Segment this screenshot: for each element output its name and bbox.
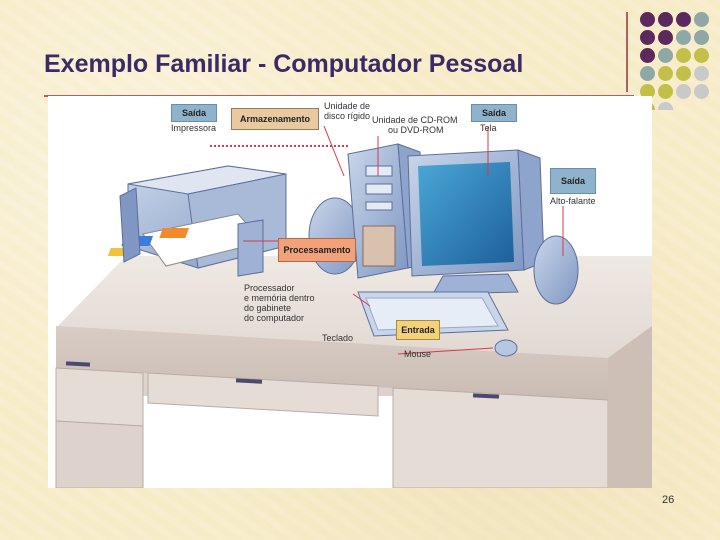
pointer-lines <box>210 125 564 355</box>
decor-dot <box>694 48 709 63</box>
monitor-drawing <box>407 149 545 295</box>
title-vertical-divider <box>626 12 628 92</box>
processor-label-line2: e memória dentro <box>244 293 315 303</box>
decor-dot <box>676 66 691 81</box>
processor-label-line1: Processador <box>244 283 295 293</box>
decor-dot <box>640 12 655 27</box>
decor-dot <box>658 84 673 99</box>
decor-dot <box>658 102 673 110</box>
cdrom-label-line1: Unidade de CD-ROM <box>372 115 458 125</box>
drawer-handle <box>65 361 91 367</box>
screen-label: Tela <box>480 123 497 133</box>
desk-drawer <box>147 372 379 417</box>
desk-drawer <box>392 387 609 488</box>
output-screen-box: Saída <box>471 104 517 122</box>
desk-side <box>608 326 652 488</box>
cdrom-label-line2: ou DVD-ROM <box>388 125 444 135</box>
printer-label: Impressora <box>171 123 217 133</box>
hard-disk-label-line1: Unidade de <box>324 101 371 111</box>
decor-dot <box>694 30 709 45</box>
computer-illustration: Saída Impressora Armazenamento Unidade d… <box>48 96 652 488</box>
decor-dot <box>640 84 655 99</box>
input-box: Entrada <box>396 320 440 340</box>
decor-dot <box>640 66 655 81</box>
decor-dot <box>676 30 691 45</box>
storage-box: Armazenamento <box>231 108 319 130</box>
slide-number: 26 <box>662 494 675 506</box>
printer-drawing <box>107 165 287 277</box>
processor-label-line3: do gabinete <box>244 303 292 313</box>
keyboard-label: Teclado <box>322 333 354 343</box>
processor-label-line4: do computador <box>244 313 305 323</box>
decor-dot <box>694 12 709 27</box>
decor-dot <box>658 48 673 63</box>
mouse-label: Mouse <box>404 349 432 359</box>
processing-box: Processamento <box>278 238 356 262</box>
decor-dot <box>658 30 673 45</box>
speaker-label: Alto-falante <box>550 196 596 206</box>
decor-dot <box>640 48 655 63</box>
desk-edge <box>56 326 608 401</box>
slide-title: Exemplo Familiar - Computador Pessoal <box>44 50 524 78</box>
decor-dot <box>658 66 673 81</box>
decor-dot <box>640 30 655 45</box>
output-speaker-box: Saída <box>550 168 596 194</box>
mouse-drawing <box>494 339 518 357</box>
drawer-handle <box>235 378 263 384</box>
decor-dot <box>676 12 691 27</box>
decor-dot <box>694 66 709 81</box>
drawer-handle <box>472 393 500 399</box>
desk-leg <box>55 420 144 488</box>
decorative-dot-grid <box>636 10 720 110</box>
decor-dot <box>676 48 691 63</box>
computer-setup-drawing <box>55 125 652 488</box>
decor-dot <box>658 12 673 27</box>
speaker-right-drawing <box>533 235 579 305</box>
hard-disk-label-line2: disco rígido <box>324 111 371 121</box>
decor-dot <box>676 84 691 99</box>
decor-dot <box>694 84 709 99</box>
desk-drawer <box>55 367 144 427</box>
output-printer-box: Saída <box>171 104 217 122</box>
